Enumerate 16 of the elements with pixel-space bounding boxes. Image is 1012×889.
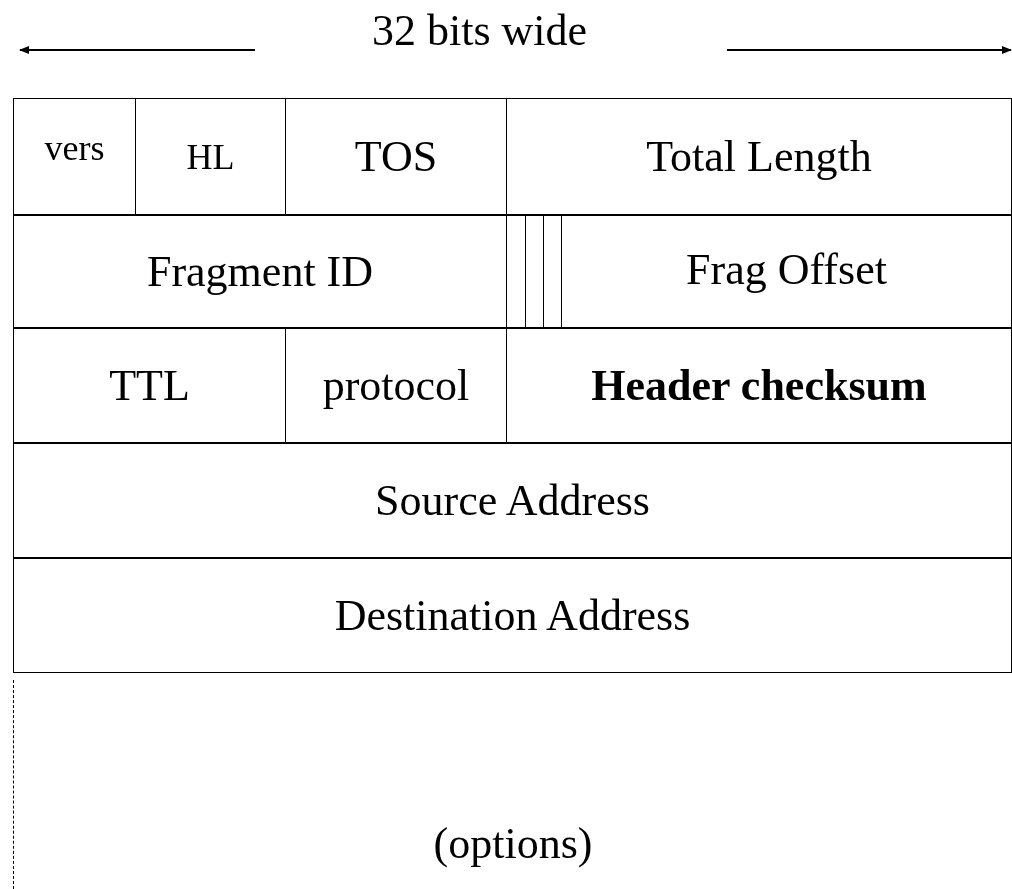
flag-bit-field — [506, 215, 526, 328]
header-field: TOS — [285, 98, 507, 215]
header-field: Header checksum — [506, 328, 1012, 443]
header-field: Destination Address — [13, 558, 1012, 673]
header-field: Source Address — [13, 443, 1012, 558]
header-field: Frag Offset — [561, 215, 1012, 328]
flag-bit-field — [525, 215, 544, 328]
dimension-label: 32 bits wide — [372, 5, 588, 56]
header-field: protocol — [285, 328, 507, 443]
header-field: Total Length — [506, 98, 1012, 215]
header-field: vers — [13, 98, 136, 215]
options-field: (options) — [13, 680, 1012, 889]
header-field: Fragment ID — [13, 215, 507, 328]
header-field: HL — [135, 98, 286, 215]
flag-bit-field — [543, 215, 562, 328]
header-field: TTL — [13, 328, 286, 443]
